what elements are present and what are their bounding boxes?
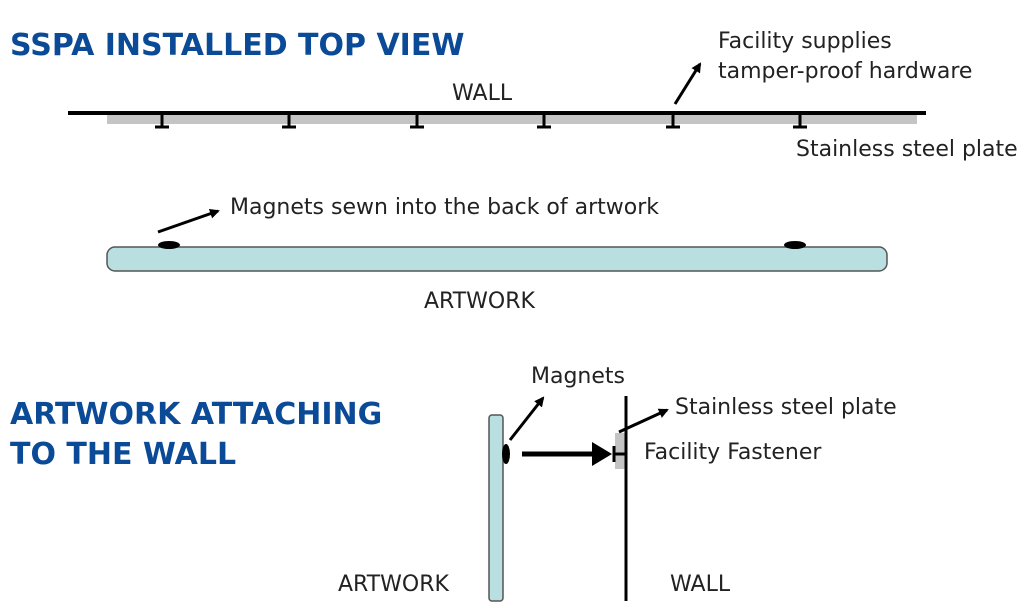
hardware-note-line2: tamper-proof hardware [718,59,972,84]
magnet-right [784,241,806,249]
hardware-note-line1: Facility supplies [718,29,892,54]
top-view-title: SSPA INSTALLED TOP VIEW [10,28,464,63]
plate-label-top: Stainless steel plate [796,137,1018,162]
magnets-note: Magnets sewn into the back of artwork [230,195,659,220]
fastener-label: Facility Fastener [644,440,822,465]
side-view-title-line2: TO THE WALL [10,437,236,472]
artwork-panel-side [488,414,504,602]
wall-label-side: WALL [670,572,731,597]
artwork-label-side: ARTWORK [338,572,450,597]
plate-arrow-side [618,408,669,434]
magnet-left [158,241,180,249]
fastener-3 [410,113,424,129]
attach-arrowhead [592,442,612,466]
magnet-side [502,444,510,464]
fastener-5 [666,113,680,129]
plate-label-side: Stainless steel plate [675,395,897,420]
magnets-label: Magnets [531,364,625,389]
steel-plate-top [107,113,917,124]
artwork-panel-top [106,246,888,272]
fastener-6 [793,113,807,129]
fastener-2 [282,113,296,129]
side-view-title-line1: ARTWORK ATTACHING [10,397,382,432]
fastener-side [612,446,626,462]
magnets-arrow-top [157,208,220,234]
steel-plate-side [615,433,625,469]
magnets-arrow-side [508,396,545,441]
artwork-label-top: ARTWORK [424,289,536,314]
fastener-4 [537,113,551,129]
wall-label-top: WALL [452,81,513,106]
fastener-1 [155,113,169,129]
hardware-arrow [673,62,702,105]
